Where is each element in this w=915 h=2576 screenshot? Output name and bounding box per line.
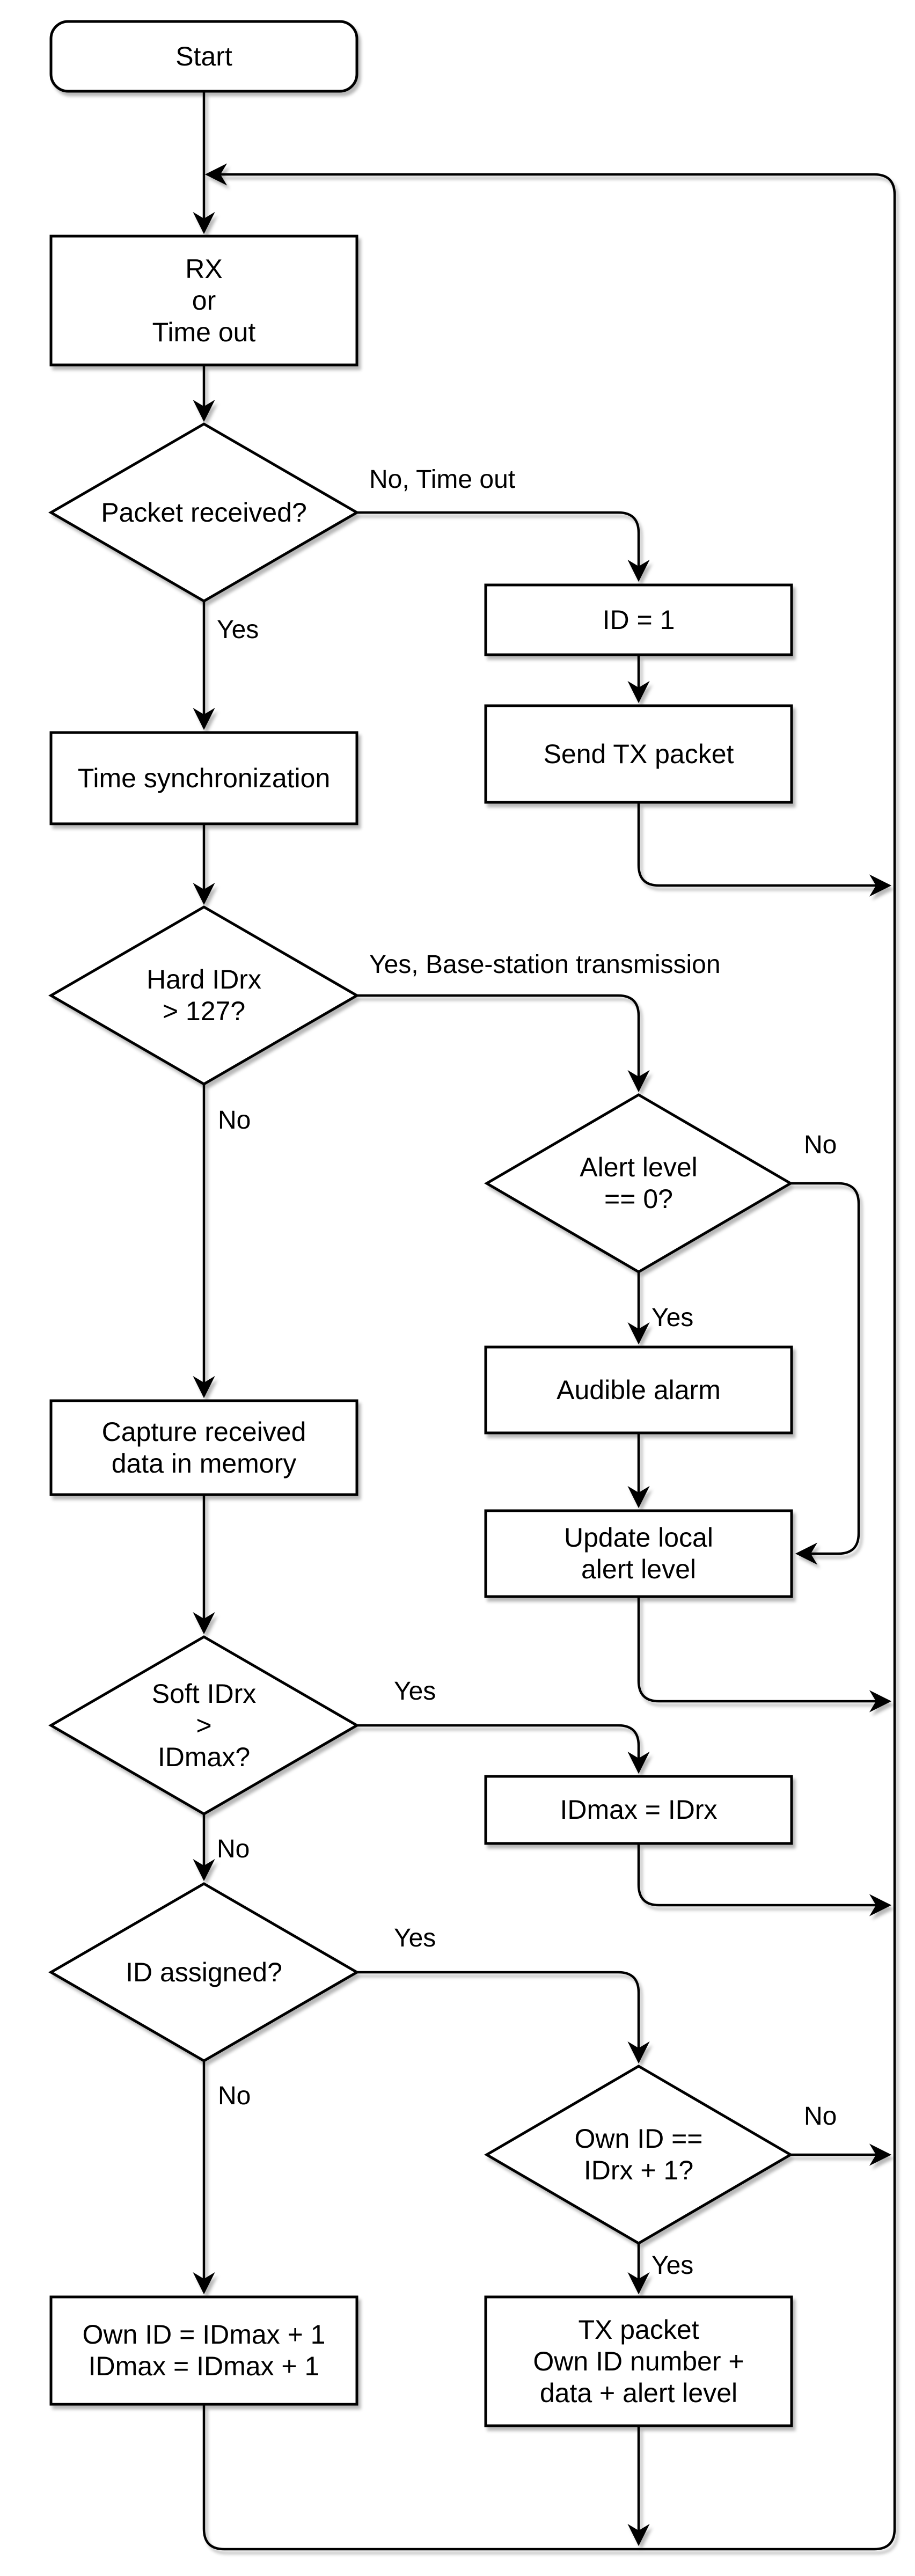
- soft-idrx-decision-shape: [48, 1635, 360, 1816]
- time-sync-node-shape: [49, 731, 358, 825]
- audible-alarm-node-shape: [484, 1345, 793, 1435]
- edge-soft-yes-to-idmax: [357, 1724, 650, 1774]
- hard-idrx-decision-shape: [48, 905, 360, 1086]
- send-tx-packet-node-shape: [484, 704, 793, 804]
- assign-own-id-node-shape: [49, 2295, 358, 2406]
- idmax-assign-node-shape: [484, 1775, 793, 1845]
- id-equals-1-node-shape: [484, 583, 793, 656]
- edge-feedback-loop: [202, 163, 896, 2551]
- edge-packet-no-to-id1: [357, 511, 650, 582]
- id-assigned-decision-shape: [48, 1882, 360, 2062]
- edge-hard-yes-to-alertlevel: [357, 994, 650, 1093]
- own-id-check-decision-shape: [484, 2065, 793, 2245]
- edge-sendtx-to-feedback: [637, 802, 892, 897]
- packet-received-decision-shape: [48, 422, 360, 603]
- start-node-shape: [49, 20, 358, 93]
- tx-packet-node-shape: [484, 2295, 793, 2427]
- alert-level-decision-shape: [484, 1093, 793, 1274]
- edge-idmax-to-feedback: [637, 1843, 892, 1916]
- edge-update-to-feedback: [637, 1597, 892, 1713]
- capture-data-node-shape: [49, 1399, 358, 1496]
- rx-or-timeout-node-shape: [49, 235, 358, 367]
- edge-assigned-yes-to-ownid: [357, 1971, 650, 2064]
- update-alert-node-shape: [484, 1509, 793, 1598]
- edge-alert-no-loop: [790, 1182, 860, 1565]
